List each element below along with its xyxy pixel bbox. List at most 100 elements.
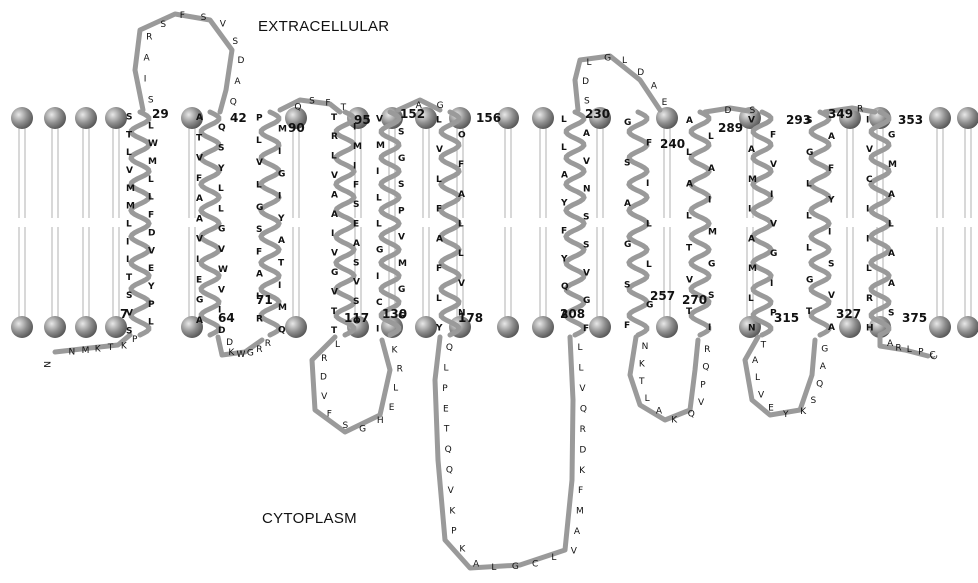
- lipid-head-inner: [929, 316, 951, 338]
- residue-letter: S: [888, 309, 894, 319]
- residue-letter: M: [126, 202, 135, 212]
- residue-letter: V: [331, 287, 338, 297]
- residue-letter: L: [393, 384, 398, 394]
- residue-letter: L: [458, 220, 464, 230]
- residue-letter: T: [638, 377, 645, 387]
- residue-letter: A: [708, 164, 715, 174]
- residue-letter: G: [278, 169, 285, 179]
- lipid-head-outer: [105, 107, 127, 129]
- residue-letter: Q: [580, 405, 587, 415]
- residue-letter: I: [646, 179, 649, 189]
- residue-letter: G: [604, 54, 611, 64]
- residue-letter: V: [148, 246, 155, 256]
- residue-letter: I: [748, 205, 751, 215]
- residue-letter: N: [69, 347, 76, 357]
- residue-letter: L: [126, 220, 132, 230]
- residue-letter: L: [645, 394, 650, 404]
- residue-letter: S: [160, 20, 166, 30]
- lipid-head-outer: [44, 107, 66, 129]
- lipid-head-inner: [497, 316, 519, 338]
- residue-letter: S: [828, 259, 834, 269]
- helix-tm11: [811, 112, 829, 335]
- residue-letter: S: [584, 96, 590, 106]
- residue-letter: G: [359, 425, 366, 435]
- residue-letter: G: [437, 101, 444, 111]
- residue-letter: R: [397, 364, 403, 374]
- residue-letter: G: [770, 249, 777, 259]
- residue-number: 289: [718, 121, 743, 135]
- residue-letter: G: [806, 148, 813, 158]
- residue-letter: F: [583, 324, 589, 334]
- residue-letter: G: [624, 118, 631, 128]
- residue-letter: L: [335, 340, 340, 350]
- residue-number: 42: [230, 111, 247, 125]
- residue-number-labels: 2942909515215623024028929334935376471117…: [41, 107, 940, 368]
- residue-letter: G: [218, 225, 225, 235]
- residue-letter: I: [278, 192, 281, 202]
- residue-letter: F: [180, 11, 185, 21]
- residue-letter: L: [148, 193, 154, 203]
- residue-letter: A: [748, 145, 755, 155]
- helix-tm10: [753, 112, 771, 335]
- residue-number: 95: [354, 113, 371, 127]
- residue-letter: M: [888, 160, 897, 170]
- residue-number: 178: [458, 311, 483, 325]
- residue-letter: L: [646, 220, 652, 230]
- residue-letter: E: [662, 98, 668, 108]
- residue-letter: A: [458, 190, 465, 200]
- residue-letter: S: [810, 396, 816, 406]
- residue-letter: I: [331, 229, 334, 239]
- residue-letter: Y: [147, 282, 155, 292]
- residue-letter: G: [512, 562, 519, 572]
- residue-letter: S: [353, 200, 359, 210]
- residue-letter: M: [278, 125, 287, 135]
- residue-letter: D: [238, 56, 245, 66]
- residue-letter: A: [887, 339, 894, 349]
- residue-letter: L: [577, 343, 582, 353]
- residue-letter: S: [343, 421, 349, 431]
- residue-letter: F: [353, 181, 359, 191]
- residue-letter: W: [148, 139, 158, 149]
- residue-letter: A: [196, 113, 203, 123]
- residue-letter: F: [646, 138, 652, 148]
- residue-letter: L: [622, 56, 627, 66]
- residue-letter: A: [828, 132, 835, 142]
- residue-letter: T: [686, 243, 693, 253]
- lipid-head-inner: [285, 316, 307, 338]
- residue-letter: L: [806, 212, 812, 222]
- residue-letter: S: [148, 96, 154, 106]
- residue-letter: V: [331, 171, 338, 181]
- residue-letter: Q: [446, 466, 453, 476]
- lipid-head-inner: [532, 316, 554, 338]
- residue-letter: V: [126, 166, 133, 176]
- residue-letter: V: [321, 392, 328, 402]
- lipid-head-inner: [589, 316, 611, 338]
- residue-letter: L: [436, 294, 442, 304]
- residue-letter: M: [708, 227, 717, 237]
- residue-letter: S: [309, 96, 315, 106]
- residue-letter: S: [624, 159, 630, 169]
- residue-letter: T: [196, 133, 203, 143]
- residue-letter: F: [578, 486, 583, 496]
- residue-letter: M: [126, 184, 135, 194]
- residue-letter: Q: [218, 123, 226, 133]
- residue-letter: A: [888, 279, 895, 289]
- residue-number: 64: [218, 311, 235, 325]
- residue-number: 230: [585, 107, 610, 121]
- residue-letter: G: [398, 154, 405, 164]
- residue-letter: H: [377, 416, 384, 426]
- residue-letter: F: [561, 226, 567, 236]
- residue-letter: H: [866, 324, 874, 334]
- residue-letter: V: [353, 278, 360, 288]
- residue-letter: V: [256, 158, 263, 168]
- residue-number: 7: [120, 307, 128, 321]
- residue-letter: E: [389, 403, 395, 413]
- residue-letter: V: [458, 279, 465, 289]
- residue-letter: A: [561, 171, 568, 181]
- residue-letter: N: [642, 342, 649, 352]
- residue-letter: D: [582, 77, 589, 87]
- residue-letter: R: [704, 345, 710, 355]
- residue-letter: R: [256, 345, 262, 355]
- residue-letter: S: [201, 13, 207, 23]
- residue-letter: T: [806, 307, 813, 317]
